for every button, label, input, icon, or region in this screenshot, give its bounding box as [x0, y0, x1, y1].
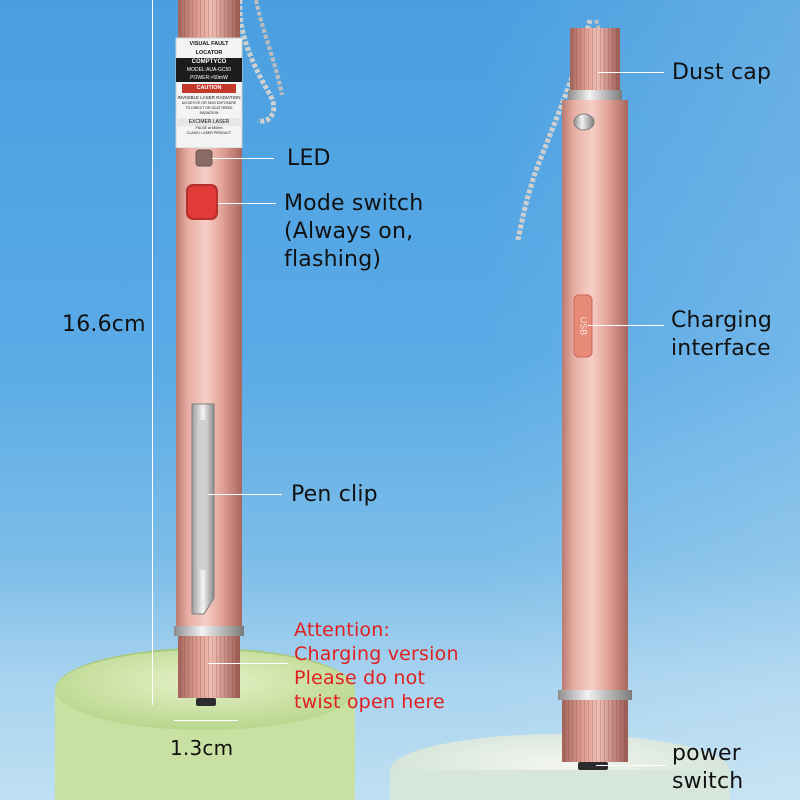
label-caution: CAUTION [182, 84, 236, 93]
attention-leader [208, 663, 288, 664]
diameter-dimension-line [174, 720, 238, 721]
dust-cap-leader [598, 72, 664, 73]
label-class1: EXCIMER LASER [176, 118, 242, 126]
mode-switch-leader [218, 203, 276, 204]
charging-label-line2: interface [671, 336, 771, 361]
diameter-label: 1.3cm [170, 736, 234, 760]
attention-label-line3: Please do not [294, 667, 426, 689]
label-brand: COMPTYCO [176, 58, 242, 67]
label-line1: VISUAL FAULT LOCATOR [189, 41, 229, 56]
label-warning3: TO DIRECT OR SCATTERED RADIATION [185, 106, 233, 115]
mode-switch-label-line1: Mode switch [284, 191, 424, 216]
label-class2: PULSE at 650nm [195, 126, 223, 130]
attention-label-line2: Charging version [294, 643, 459, 665]
label-warning2: AVOID EYE OR SKIN EXPOSURE [181, 101, 237, 105]
label-model: MODEL:AUA-GC50 [176, 67, 242, 74]
led-leader [212, 158, 274, 159]
right-pen [515, 19, 632, 770]
power-switch-label-line2: switch [672, 769, 744, 794]
power-switch-label-line1: power [672, 741, 741, 766]
length-dimension-line [152, 0, 153, 705]
label-warning1: INVISIBLE LASER RADIATION [177, 95, 241, 100]
attention-label-line4: twist open here [294, 691, 445, 713]
usb-port-text: USB [578, 316, 589, 336]
background-glow [480, 0, 800, 800]
pen-clip-leader [208, 494, 282, 495]
pen-clip-label: Pen clip [291, 482, 378, 507]
charging-label-line1: Charging [671, 308, 773, 333]
charging-leader [588, 325, 664, 326]
label-power: POWER:>50mW [176, 74, 242, 82]
length-label: 16.6cm [62, 312, 146, 337]
label-class3: CLASS I LASER PRODUCT [186, 131, 232, 135]
product-label: VISUAL FAULT LOCATOR COMPTYCO MODEL:AUA-… [176, 40, 242, 146]
usb-port: USB [574, 296, 592, 356]
power-switch-leader [596, 765, 666, 766]
led-label: LED [287, 146, 331, 171]
mode-switch-label-line2: (Always on, [284, 219, 414, 244]
left-pen [174, 0, 284, 706]
attention-label-line1: Attention: [294, 619, 391, 641]
right-podium [390, 734, 730, 800]
mode-switch-label-line3: flashing) [284, 247, 382, 272]
dust-cap-label: Dust cap [672, 60, 772, 85]
